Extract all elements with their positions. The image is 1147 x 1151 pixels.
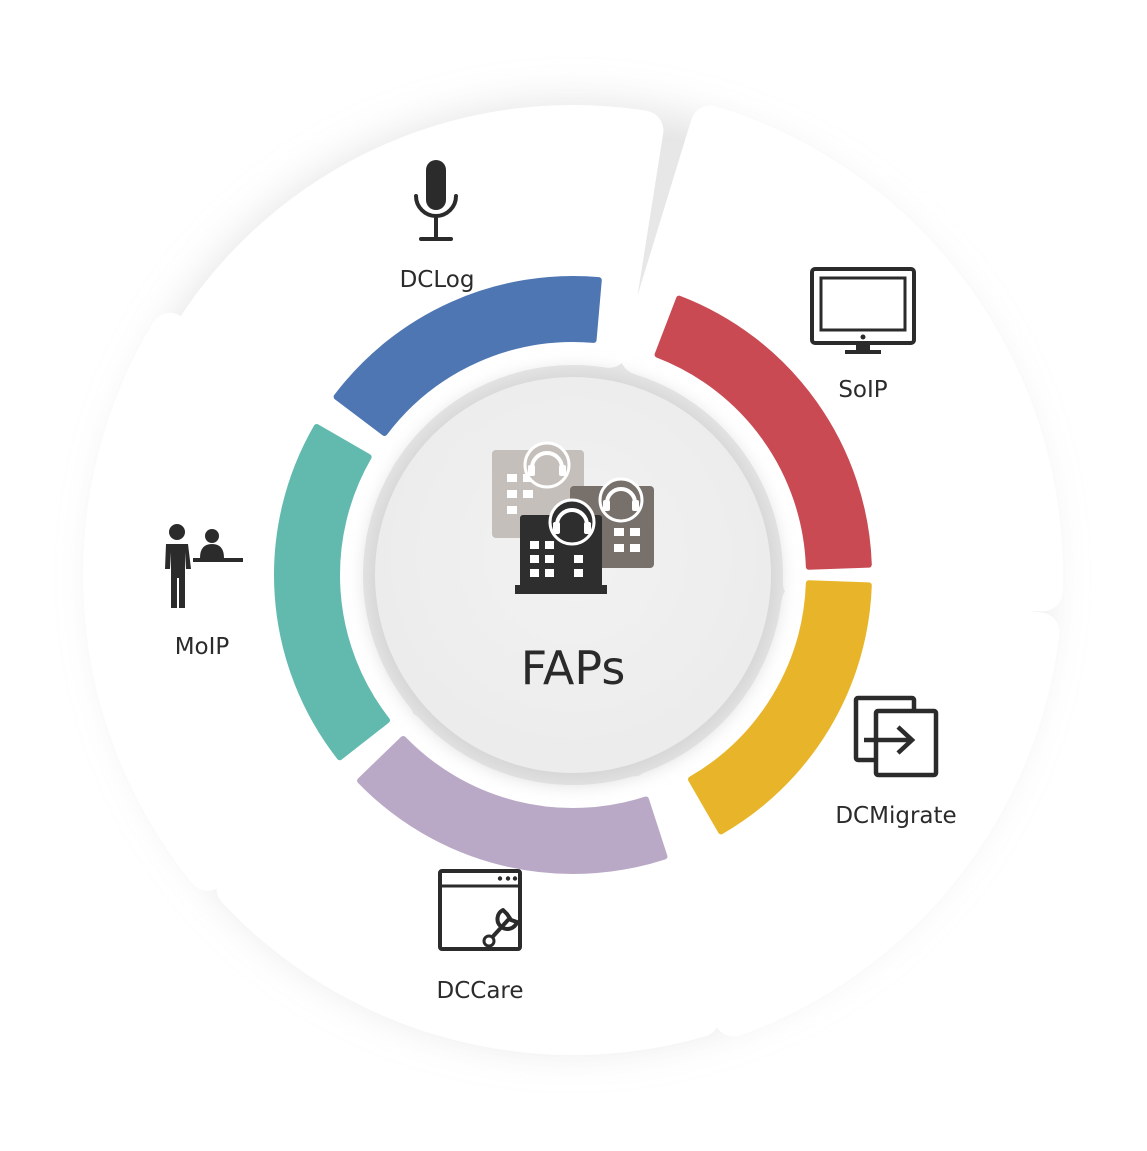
monitor-icon	[810, 267, 916, 354]
segment-label-moip: MoIP	[174, 634, 230, 660]
petal-dclog	[175, 105, 664, 470]
window-wrench-icon	[438, 869, 522, 951]
petal-soip	[620, 105, 1063, 612]
petal-dcmigrate	[631, 583, 1060, 1037]
microphone-icon	[414, 160, 458, 241]
call-center-buildings-icon	[492, 441, 654, 594]
segment-label-dcmigrate: DCMigrate	[835, 803, 957, 829]
ring-arc-dccare	[357, 735, 668, 874]
segment-label-dclog: DCLog	[399, 267, 475, 293]
ring-arc-dclog	[333, 276, 602, 436]
reception-desk-icon	[165, 524, 243, 608]
ring-arc-dcmigrate	[688, 580, 872, 835]
ring-arc-moip	[274, 424, 391, 761]
segment-label-dccare: DCCare	[436, 978, 524, 1004]
ring-arc-soip	[654, 295, 872, 570]
colored-ring	[274, 276, 872, 874]
petal-dccare	[216, 711, 720, 1055]
migrate-arrow-icon	[853, 695, 939, 778]
center-title: FAPs	[520, 641, 626, 695]
segment-label-soip: SoIP	[838, 377, 888, 403]
